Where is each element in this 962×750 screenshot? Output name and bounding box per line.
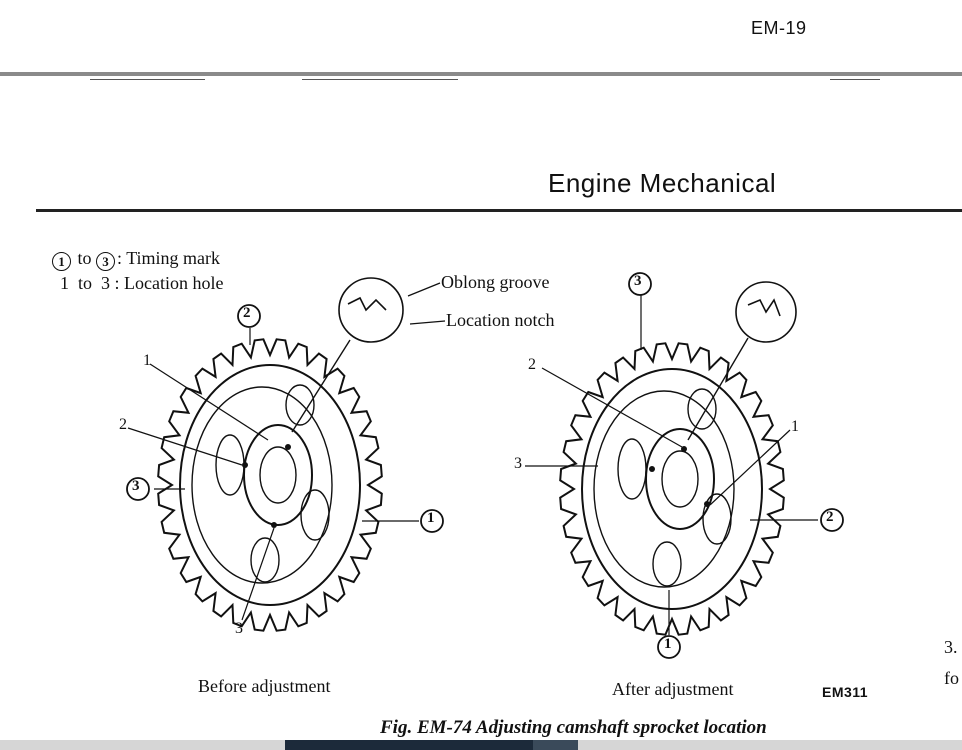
- section-title: Engine Mechanical: [548, 168, 777, 198]
- after-hole-1: 1: [791, 418, 799, 435]
- callout-location-notch: Location notch: [446, 310, 555, 330]
- after-sprocket: [559, 342, 785, 636]
- after-mark-3: 3: [634, 273, 642, 289]
- after-hole-2: 2: [528, 356, 536, 373]
- legend-location-hole: 1 to 3 : Location hole: [60, 273, 224, 293]
- figure-code: EM311: [822, 684, 869, 700]
- header-rule: [0, 72, 962, 76]
- after-mark-1: 1: [664, 636, 672, 652]
- legend-timing-mark: 1 to 3: Timing mark: [52, 248, 220, 271]
- sprocket-tooth-outline: [559, 342, 785, 636]
- before-mark-2: 2: [243, 305, 251, 321]
- before-hole-2: 2: [119, 416, 127, 433]
- before-hole-3: 3: [235, 620, 243, 637]
- before-mark-3: 3: [132, 478, 140, 494]
- after-label: After adjustment: [612, 679, 734, 699]
- taskbar-active: [285, 740, 533, 750]
- figure-caption: Fig. EM-74 Adjusting camshaft sprocket l…: [380, 717, 767, 738]
- scan-dash: [302, 79, 458, 80]
- callout-oblong-groove: Oblong groove: [441, 272, 550, 292]
- scan-dash: [90, 79, 205, 80]
- sprocket-teeth: [559, 342, 785, 636]
- before-detail-circle: [338, 277, 404, 343]
- after-mark-2: 2: [826, 509, 834, 525]
- taskbar: [0, 740, 962, 750]
- page-number: EM-19: [751, 18, 807, 38]
- before-mark-1: 1: [427, 510, 435, 526]
- sprocket-tooth-outline: [157, 338, 383, 632]
- edge-text-1: 3.: [944, 637, 958, 657]
- edge-text-2: fo: [944, 668, 959, 688]
- before-sprocket: [157, 338, 383, 632]
- sprocket-teeth: [157, 338, 383, 632]
- after-hole-3: 3: [514, 455, 522, 472]
- before-label: Before adjustment: [198, 676, 331, 696]
- scan-dash: [830, 79, 880, 80]
- section-rule: [36, 209, 962, 212]
- before-hole-1: 1: [143, 352, 151, 369]
- taskbar-item[interactable]: [533, 740, 578, 750]
